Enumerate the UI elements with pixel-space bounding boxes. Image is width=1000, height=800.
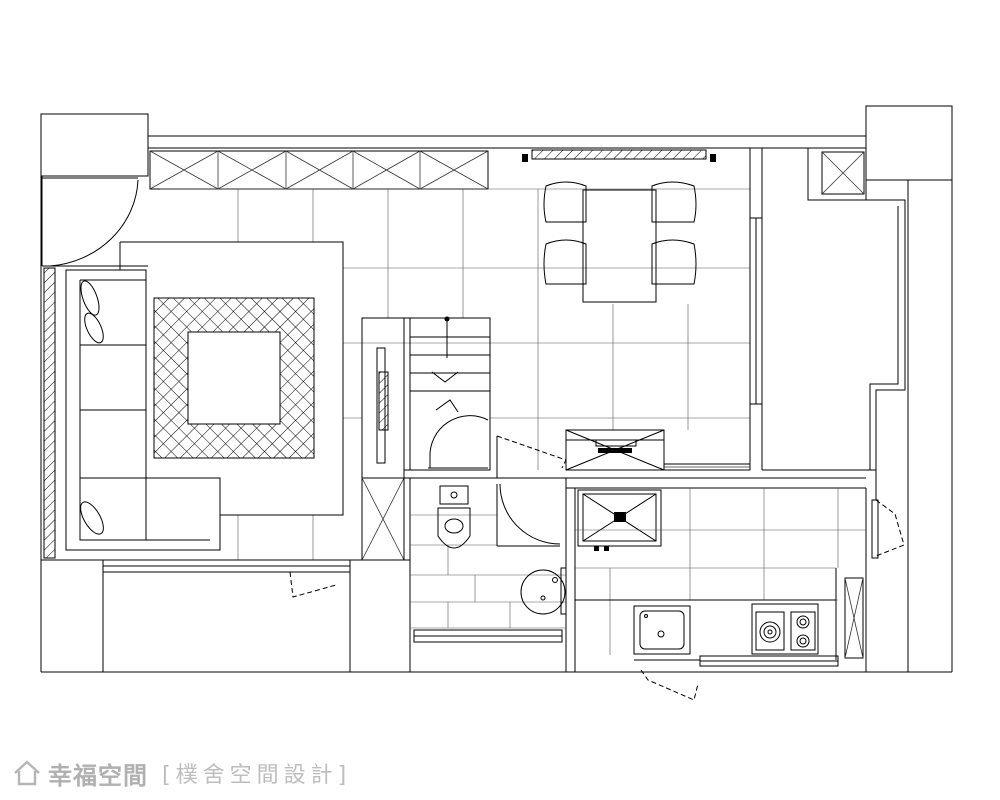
tv-wall [361, 317, 405, 561]
kitchen-bar-counter [663, 463, 751, 471]
bathroom [410, 485, 567, 643]
living-room [41, 176, 351, 598]
dining-area [543, 181, 697, 303]
watermark-brand: 幸福空間 [48, 761, 148, 790]
house-outline-icon [14, 760, 40, 786]
kitchen [565, 429, 866, 667]
watermark-designer-credit: [樸舍空間設計] [162, 763, 352, 788]
interior-walls [403, 147, 906, 672]
top-storage-cabinet [149, 150, 489, 190]
watermark: 幸福空間 [樸舍空間設計] [12, 756, 351, 790]
staircase [404, 316, 491, 471]
dining-wall-shelf [522, 149, 716, 162]
